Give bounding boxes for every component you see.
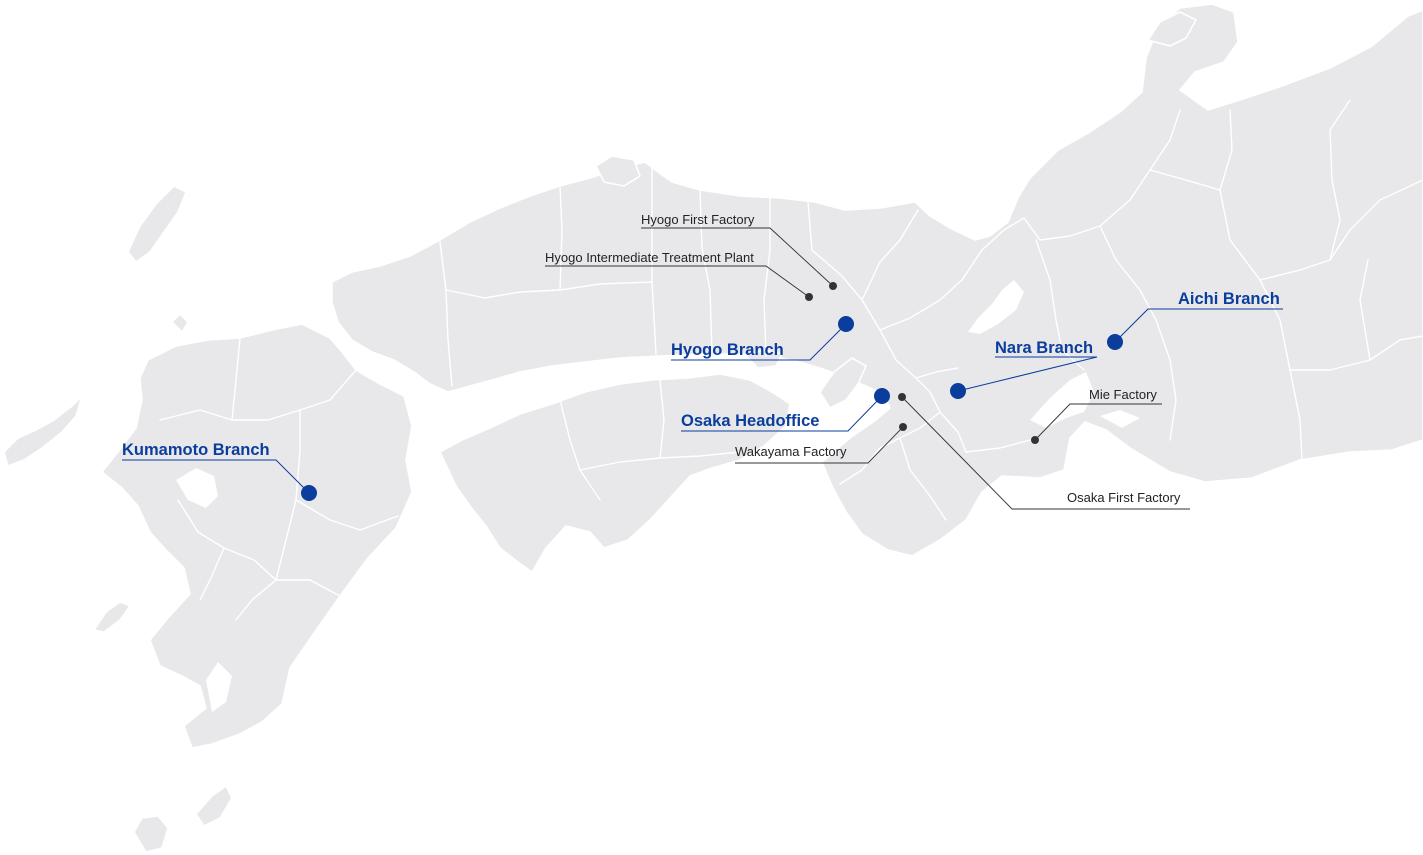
branch-marker-aichi[interactable]: Aichi Branch (1107, 290, 1280, 350)
ise-bay (1030, 372, 1094, 428)
factory-marker-osaka-first[interactable]: Osaka First Factory (898, 393, 1181, 505)
goto-islands (3, 395, 83, 467)
factory-label[interactable]: Wakayama Factory (735, 444, 847, 459)
leader-hyogo-first (641, 227, 834, 287)
shikoku-landmass (439, 373, 791, 573)
branch-dot[interactable] (838, 316, 854, 332)
factory-dot[interactable] (898, 393, 906, 401)
factory-label[interactable]: Osaka First Factory (1067, 490, 1181, 505)
branch-marker-hyogo[interactable]: Hyogo Branch (671, 316, 854, 359)
leader-hyogo-intermediate (545, 265, 810, 298)
koshiki-island (93, 601, 131, 633)
leader-wakayama (735, 426, 904, 464)
kagoshima-bay (206, 662, 232, 712)
branch-label[interactable]: Osaka Headoffice (681, 412, 819, 430)
factory-label[interactable]: Mie Factory (1089, 387, 1157, 402)
leader-lines (122, 227, 1283, 510)
branch-label[interactable]: Kumamoto Branch (122, 441, 270, 459)
ariake-sea (176, 468, 218, 508)
branch-markers: Kumamoto Branch Hyogo Branch Osaka Heado… (122, 290, 1280, 501)
land-masses (3, 3, 1423, 853)
honshu-landmass (331, 3, 1423, 557)
prefecture-borders (159, 99, 1423, 621)
branch-marker-nara[interactable]: Nara Branch (950, 339, 1093, 399)
tsushima-island (127, 185, 187, 263)
leader-nara (957, 356, 1098, 392)
factory-marker-hyogo-first[interactable]: Hyogo First Factory (641, 212, 837, 290)
factory-marker-mie[interactable]: Mie Factory (1031, 387, 1157, 444)
factory-dot[interactable] (1031, 436, 1039, 444)
mikawa-bay (1100, 410, 1140, 428)
leader-osaka-first (901, 396, 1190, 510)
noto-peninsula (1147, 11, 1197, 47)
factory-dot[interactable] (829, 282, 837, 290)
factory-markers: Hyogo First Factory Hyogo Intermediate T… (545, 212, 1181, 505)
factory-dot[interactable] (899, 423, 907, 431)
branch-label[interactable]: Nara Branch (995, 339, 1093, 357)
factory-dot[interactable] (805, 293, 813, 301)
leader-aichi (1114, 308, 1283, 343)
branch-dot[interactable] (950, 383, 966, 399)
factory-label[interactable]: Hyogo Intermediate Treatment Plant (545, 250, 754, 265)
branch-dot[interactable] (301, 485, 317, 501)
branch-dot[interactable] (1107, 334, 1123, 350)
factory-label[interactable]: Hyogo First Factory (641, 212, 755, 227)
factory-marker-hyogo-intermediate[interactable]: Hyogo Intermediate Treatment Plant (545, 250, 813, 301)
branch-label[interactable]: Hyogo Branch (671, 341, 784, 359)
iki-island (171, 313, 189, 333)
leader-kumamoto (122, 459, 310, 494)
leader-mie (1034, 403, 1162, 441)
yakushima-island (133, 815, 169, 853)
oki-island (595, 155, 641, 187)
awaji-island (819, 357, 867, 409)
branch-dot[interactable] (874, 388, 890, 404)
lake-biwa (968, 280, 1024, 334)
leader-hyogo (671, 323, 847, 361)
branch-marker-osaka[interactable]: Osaka Headoffice (681, 388, 890, 430)
kyushu-landmass (101, 323, 413, 749)
branch-label[interactable]: Aichi Branch (1178, 290, 1280, 308)
tanegashima-island (195, 785, 233, 827)
factory-marker-wakayama[interactable]: Wakayama Factory (735, 423, 907, 459)
branch-marker-kumamoto[interactable]: Kumamoto Branch (122, 441, 317, 501)
leader-osaka (681, 395, 883, 432)
